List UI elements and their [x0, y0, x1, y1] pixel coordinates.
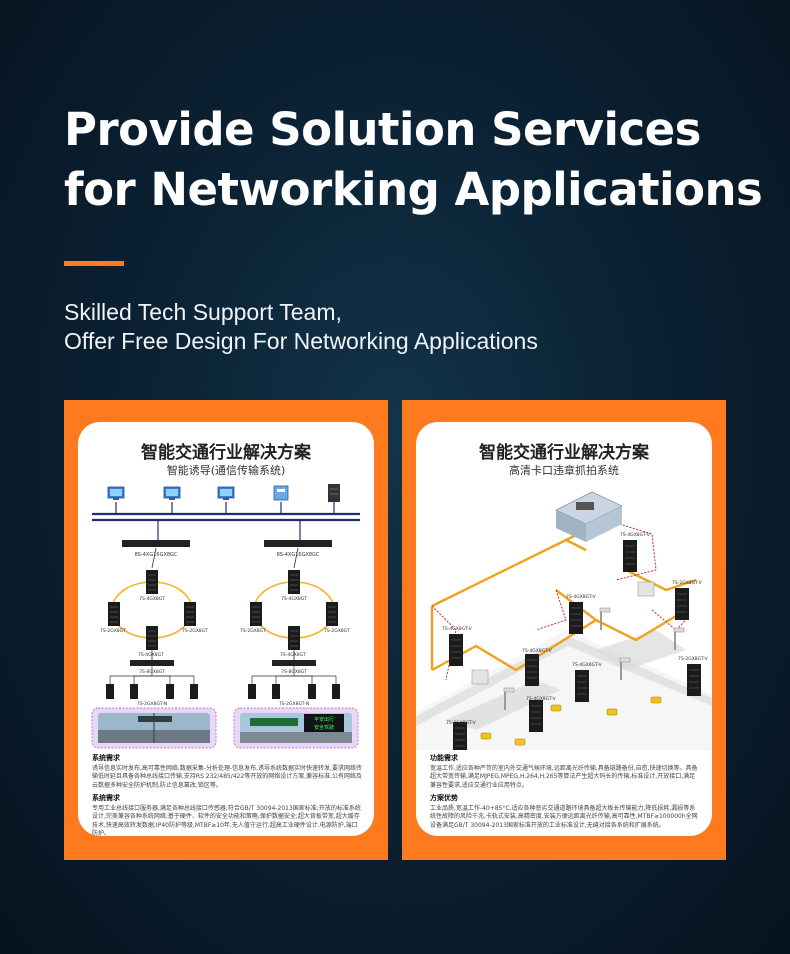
card-title: 智能交通行业解决方案 — [479, 443, 649, 463]
aggregation-switch — [272, 660, 316, 666]
card-subtitle: 智能诱导(通信传输系统) — [166, 464, 286, 477]
cabinet-icon — [637, 581, 655, 597]
switch-label: 7S-4GX8GT-V — [566, 594, 597, 600]
server-icon — [328, 484, 340, 502]
hero-subtitle-line-1: Skilled Tech Support Team, — [64, 299, 342, 325]
hero-subtitle-line-2: Offer Free Design For Networking Applica… — [64, 328, 538, 354]
switch-label: 7S-2GX8GT — [182, 628, 208, 634]
monitor-icon — [217, 486, 235, 501]
cabinet-icon — [471, 669, 489, 685]
card-sheet: 智能交通行业解决方案 智能诱导(通信传输系统) — [78, 422, 374, 836]
led-sign-photo-panel — [233, 707, 359, 749]
section-text: 诱导信息实时发布,高可靠性网络,数据采集-分析处理-信息发布,诱导系统数据实时快… — [92, 764, 363, 789]
ring-left — [107, 547, 197, 651]
section-text: 宽温工作,适应各种严苛的室内外交通气候环境,远距离光纤传输,具备链路备份,自愈,… — [430, 764, 698, 789]
switch-label: 7S-4GX8GT — [138, 652, 164, 658]
card-subtitle: 高清卡口违章抓拍系统 — [509, 464, 619, 477]
phone-icon — [273, 485, 289, 501]
road-photo-panel — [91, 707, 217, 749]
switch-label: 7S-4GX8GT-V — [526, 696, 557, 702]
switch-label: 7S-2GX8GT-V — [672, 580, 703, 586]
section-heading: 系统需求 — [92, 794, 120, 802]
sign-text: 安全驾驶 — [314, 724, 334, 731]
section-heading: 系统需求 — [92, 754, 120, 762]
aggregation-switch — [130, 660, 174, 666]
hero-title-line-1: Provide Solution Services — [64, 103, 701, 156]
switch-label: 7S-4GX8GT — [139, 596, 165, 602]
switch-label: 7S-4GX8GT-V — [522, 648, 553, 654]
switch-label: 7S-2GX8GT-V — [446, 720, 477, 726]
section-text: 专用工业总线接口服务器,满足各种总线接口传感器;符合GB/T 30094-201… — [92, 804, 361, 837]
solution-card-guidance[interactable]: 智能交通行业解决方案 智能诱导(通信传输系统) — [64, 400, 388, 860]
card-sheet: 智能交通行业解决方案 高清卡口违章抓拍系统 — [416, 422, 712, 836]
switch-label: 7S-2GX8GT — [240, 628, 266, 634]
led-sign — [304, 714, 344, 732]
switch-label: 7S-4GX8GT-V — [620, 532, 651, 538]
core-switch — [122, 540, 190, 547]
card-description: 功能需求 宽温工作,适应各种严苛的室内外交通气候环境,远距离光纤传输,具备链路备… — [430, 754, 700, 834]
road-surface — [416, 630, 712, 750]
accent-divider — [64, 261, 124, 266]
control-room — [555, 491, 623, 542]
switch-label: 7S-2GX8GT — [100, 628, 126, 634]
switch-label: 7S-2GX8GT-N — [279, 701, 309, 707]
section-heading: 功能需求 — [430, 754, 458, 762]
switch-label: 7S-2GX8GT — [324, 628, 350, 634]
switch-label: 7S-4GX8GT — [281, 596, 307, 602]
switch-label: 7S-4GX8GT — [280, 652, 306, 658]
card-description: 系统需求 诱导信息实时发布,高可靠性网络,数据采集-分析处理-信息发布,诱导系统… — [92, 754, 362, 836]
monitor-icon — [107, 486, 125, 501]
core-switch — [264, 540, 332, 547]
hero-subtitle: Skilled Tech Support Team, Offer Free De… — [64, 298, 764, 356]
solution-card-checkpoint[interactable]: 智能交通行业解决方案 高清卡口违章抓拍系统 — [402, 400, 726, 860]
hero-title-line-2: for Networking Applications — [64, 163, 763, 216]
core-switch-label: 8S-4XG16GX8GC — [135, 552, 178, 558]
ring-right — [249, 547, 339, 651]
switch-label: 7S-4GX8GT-V — [572, 662, 603, 668]
switch-label: 7S-2GX8GT-N — [137, 701, 167, 707]
switch-label: 7S-4GX8GT-V — [442, 626, 473, 632]
network-topology-diagram: 8S-4XG16GX8GC 8S-4XG16GX8GC 7S-4GX8GT 7S… — [91, 484, 360, 749]
core-switch-label: 8S-4XG16GX8GC — [277, 552, 320, 558]
hero-title: Provide Solution Services for Networking… — [64, 100, 764, 220]
card-title: 智能交通行业解决方案 — [141, 443, 311, 463]
switch-label: 7S-2GX8GT-V — [678, 656, 709, 662]
monitor-icon — [163, 486, 181, 501]
checkpoint-network-diagram: 7S-4GX8GT-V 7S-2GX8GT-V 7S-4GX8GT-V 7S-4… — [416, 491, 712, 750]
sign-text: 平安出行 — [314, 716, 334, 723]
section-text: 工业品质,宽温工作-40+85°C,适应各种恶劣交通道路环境具备超大板长传输能力… — [430, 804, 698, 829]
section-heading: 方案优势 — [430, 794, 458, 802]
